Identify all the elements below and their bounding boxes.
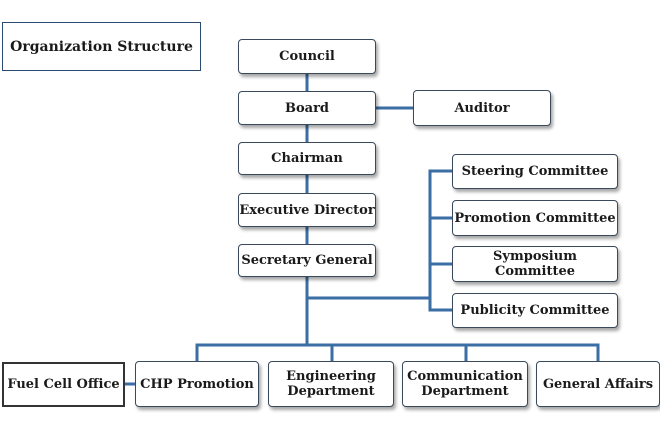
publicity-committee-box: Publicity Committee [452, 293, 618, 328]
promotion-committee-box: Promotion Committee [452, 200, 618, 236]
secretary-general-box: Secretary General [238, 244, 376, 277]
auditor-box: Auditor [413, 90, 551, 126]
communication-department-box: Communication Department [402, 361, 528, 407]
executive-director-box: Executive Director [238, 193, 376, 227]
symposium-committee-box: Symposium Committee [452, 246, 618, 282]
general-affairs-box: General Affairs [536, 361, 660, 407]
engineering-department-box: Engineering Department [268, 361, 394, 407]
chairman-box: Chairman [238, 142, 376, 175]
board-box: Board [238, 91, 376, 125]
council-box: Council [238, 39, 376, 74]
page-title: Organization Structure [2, 22, 201, 71]
fuel-cell-office-box: Fuel Cell Office [2, 362, 125, 407]
steering-committee-box: Steering Committee [452, 154, 618, 189]
chp-promotion-box: CHP Promotion [135, 361, 259, 407]
